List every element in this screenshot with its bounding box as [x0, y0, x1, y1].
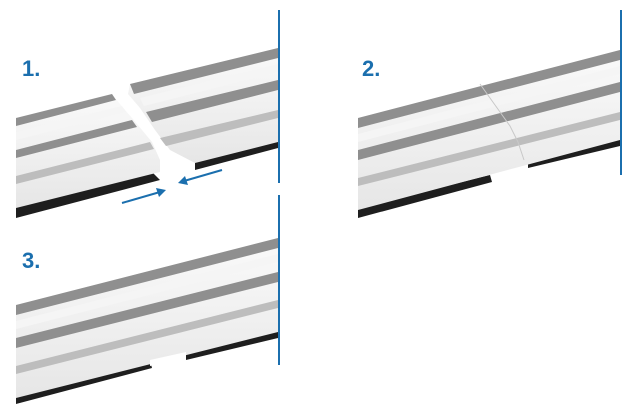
- left-ridge-2: [16, 120, 137, 158]
- arrow-right-icon: [121, 188, 166, 204]
- step-3-fitted-section: [16, 238, 278, 404]
- right-ridge-3: [160, 110, 278, 146]
- step-2-joined-section: [358, 50, 620, 218]
- step-3-ridge-2: [16, 272, 278, 348]
- step-3-ridge-1: [16, 238, 278, 315]
- step-3-ridge-3: [16, 300, 278, 374]
- step-3-number: 3.: [22, 248, 40, 273]
- step-1-panel: 1.: [16, 10, 280, 218]
- right-highlight: [140, 64, 278, 106]
- left-highlight: [16, 106, 126, 140]
- left-ridge-1: [16, 94, 116, 126]
- left-ridge-3: [16, 142, 154, 184]
- step-2-number: 2.: [362, 56, 380, 81]
- step-2-highlight: [358, 66, 620, 142]
- left-section-base: [16, 170, 160, 218]
- right-ridge-1: [130, 48, 278, 94]
- step-2-panel: 2.: [358, 10, 622, 218]
- step-3-highlight: [16, 254, 278, 329]
- step-3-notch: [150, 352, 186, 366]
- step-2-base-left: [358, 175, 492, 218]
- step-2-ridge-3: [358, 112, 620, 186]
- step-1-right-section: [128, 48, 278, 170]
- step-2-seam: [479, 83, 525, 161]
- right-ridge-2: [146, 80, 278, 122]
- step-3-panel: 3.: [16, 195, 280, 404]
- step-2-ridge-2: [358, 82, 620, 160]
- step-1-left-section: [16, 94, 160, 218]
- arrow-left-icon: [178, 169, 223, 185]
- step-1-number: 1.: [22, 56, 40, 81]
- step-2-ridge-1: [358, 50, 620, 128]
